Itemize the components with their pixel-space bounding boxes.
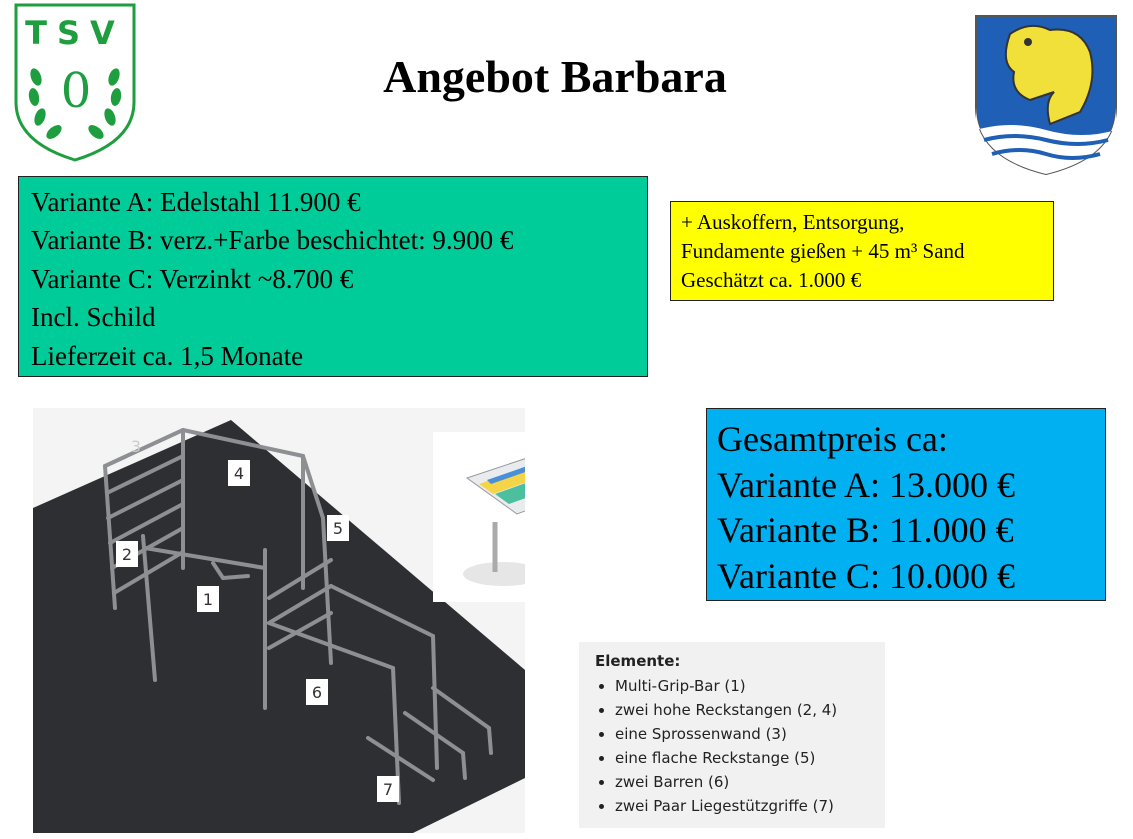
logo-number: 0 [61,63,92,119]
extras-line: Geschätzt ca. 1.000 € [681,268,862,292]
total-line-c: Variante C: 10.000 € [717,555,1015,596]
list-item: Multi-Grip-Bar (1) [615,674,875,698]
coat-of-arms-logo [970,12,1122,177]
offer-line-a: Variante A: Edelstahl 11.900 € [31,187,361,217]
offer-line-delivery: Lieferzeit ca. 1,5 Monate [31,340,304,371]
total-heading: Gesamtpreis ca: [717,419,948,459]
diagram-label-4: 4 [234,464,244,483]
elements-list: Elemente: Multi-Grip-Bar (1) zwei hohe R… [579,642,885,828]
diagram-label-7: 7 [383,780,393,799]
offer-box: Variante A: Edelstahl 11.900 € Variante … [18,176,648,377]
offer-line-c: Variante C: Verzinkt ~8.700 € [31,263,354,294]
offer-line-sign: Incl. Schild [31,302,156,333]
total-box: Gesamtpreis ca: Variante A: 13.000 € Var… [706,408,1106,601]
list-item: zwei Paar Liegestützgriffe (7) [615,794,875,818]
total-line-a: Variante A: 13.000 € [717,464,1015,505]
list-item: eine flache Reckstange (5) [615,746,875,770]
page-title: Angebot Barbara [383,51,727,102]
total-line-b: Variante B: 11.000 € [717,510,1014,550]
list-item: eine Sprossenwand (3) [615,722,875,746]
tsv-logo: TSV 0 [12,2,138,162]
list-item: zwei hohe Reckstangen (2, 4) [615,698,875,722]
extras-box: + Auskoffern, Entsorgung, Fundamente gie… [670,201,1054,301]
diagram-label-2: 2 [122,545,132,564]
extras-line: + Auskoffern, Entsorgung, [681,210,905,234]
offer-line-b: Variante B: verz.+Farbe beschichtet: 9.9… [31,225,514,256]
logo-text: TSV [25,14,125,52]
list-item: zwei Barren (6) [615,770,875,794]
extras-line: Fundamente gießen + 45 m³ Sand [681,239,965,263]
diagram-label-6: 6 [312,683,322,702]
elements-heading: Elemente: [595,652,681,670]
diagram-label-1: 1 [203,590,213,609]
info-sign-image [433,432,583,602]
diagram-label-3: 3 [131,437,141,456]
diagram-label-5: 5 [333,519,343,538]
